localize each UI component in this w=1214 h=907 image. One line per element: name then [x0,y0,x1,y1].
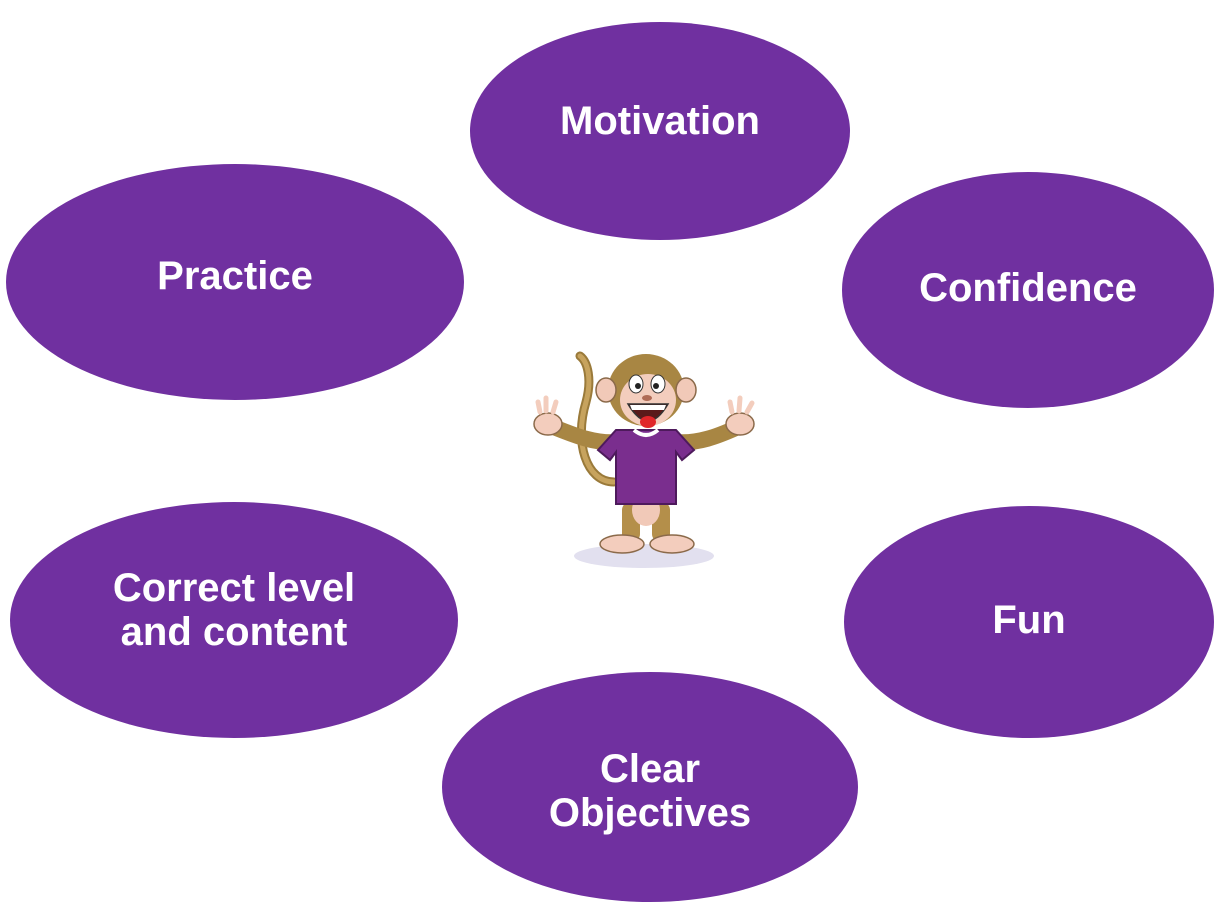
node-fun: Fun [844,506,1214,738]
node-confidence-label: Confidence [919,266,1137,310]
node-correct-level: Correct level and content [10,502,458,738]
node-motivation: Motivation [470,22,850,240]
node-motivation-label: Motivation [560,99,760,143]
node-clear-objectives-label: Clear Objectives [548,747,752,835]
node-practice: Practice [6,164,464,400]
node-correct-level-label: Correct level and content [112,566,356,654]
monkey-mascot-icon [533,351,755,568]
node-practice-label: Practice [157,254,313,298]
node-confidence: Confidence [842,172,1214,408]
node-clear-objectives: Clear Objectives [442,672,858,902]
node-fun-label: Fun [992,598,1066,642]
